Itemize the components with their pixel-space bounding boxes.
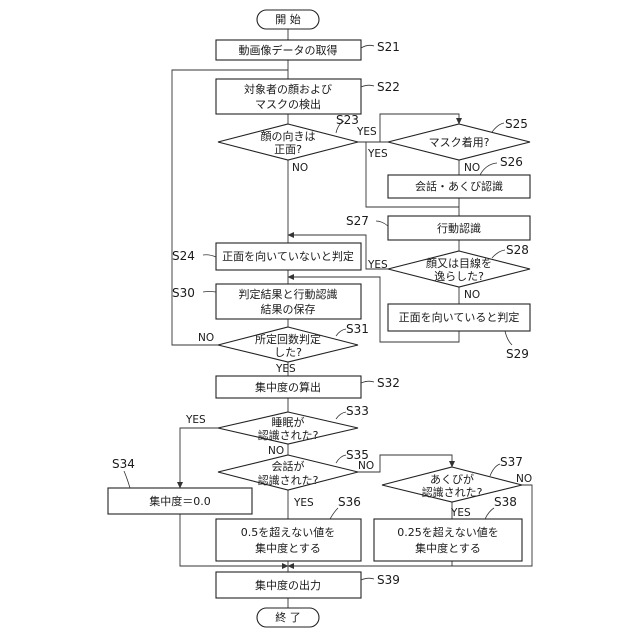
step-s21: S21 [377,40,400,54]
s31-text-line1: 所定回数判定 [255,332,321,346]
step-s27: S27 [346,214,369,228]
step-s23: S23 [336,113,359,127]
s28-leader [492,250,505,258]
s37-yes-label: YES [450,507,471,519]
s35-text-line1: 会話が [272,459,305,473]
step-s28: S28 [506,243,529,257]
s23-text-line2: 正面? [274,143,302,156]
s33-text-line2: 認識された? [258,428,319,442]
s32-text: 集中度の算出 [255,380,321,394]
end-label: 終 了 [275,610,301,624]
step-s33: S33 [346,404,369,418]
s26-leader [480,163,497,175]
s37-no-label: NO [516,473,532,485]
s31-yes-label: YES [275,363,296,375]
s22-text-line2: マスクの検出 [255,97,321,111]
s33-leader [336,412,346,419]
s36-leader [330,508,338,519]
s32-leader [361,381,374,383]
step-s32: S32 [377,376,400,390]
s29-text: 正面を向いていると判定 [399,310,520,324]
s30-text-line1: 判定結果と行動認識 [239,287,338,301]
s35-yes-label: YES [293,497,314,509]
s38-text-line2: 集中度とする [415,541,481,555]
step-s34: S34 [112,457,135,471]
s34-leader [124,471,130,488]
s31-no-label: NO [198,332,214,344]
s30-text-line2: 結果の保存 [261,302,316,316]
s33-text-line1: 睡眠が [272,415,305,429]
s21-text: 動画像データの取得 [239,43,338,57]
step-s37: S37 [500,455,523,469]
s25-text: マスク着用? [429,135,490,149]
step-s24: S24 [172,249,195,263]
s36-text-line1: 0.5を超えない値を [241,525,336,539]
s39-leader [361,578,374,580]
s37-text-line2: 認識された? [422,485,483,499]
s22-text-line1: 対象者の顔および [244,82,332,96]
s24-text: 正面を向いていないと判定 [222,249,354,263]
s25-yes-label: YES [367,148,388,160]
s25-leader [492,123,504,132]
s37-text-line1: あくびが [430,472,474,486]
step-s26: S26 [500,155,523,169]
s39-text: 集中度の出力 [255,578,321,592]
s25-no-label: NO [464,162,480,174]
s24-leader [203,255,216,257]
s31-leader [336,329,346,336]
s23-text-line1: 顔の向きは [261,129,316,143]
step-s22: S22 [377,80,400,94]
s29-leader [505,331,512,345]
s23-yes-label: YES [356,126,377,138]
s22-leader [361,85,374,87]
step-s38: S38 [494,495,517,509]
step-s25: S25 [505,117,528,131]
s36-text-line2: 集中度とする [255,541,321,555]
edge-s33-yes-s34 [180,428,218,488]
start-label: 開 始 [275,12,301,26]
s37-leader [490,464,500,476]
step-s39: S39 [377,573,400,587]
s23-no-label: NO [292,162,308,174]
s27-leader [376,221,388,226]
s21-leader [361,45,374,48]
step-s31: S31 [346,322,369,336]
step-s36: S36 [338,495,361,509]
s28-text-line1: 顔又は目線を [426,256,492,270]
s31-text-line2: した? [274,346,302,359]
s26-text: 会話・あくび認識 [415,179,503,193]
s28-yes-label: YES [367,259,388,271]
step-s35: S35 [346,448,369,462]
s33-no-label: NO [268,445,284,457]
s27-text: 行動認識 [437,221,481,235]
s38-text-line1: 0.25を超えない値を [397,525,499,539]
s28-no-label: NO [464,289,480,301]
s38-leader [485,508,494,519]
s30-leader [203,292,216,293]
step-s30: S30 [172,286,195,300]
s34-text: 集中度＝0.0 [149,494,211,508]
s28-text-line2: 逸らした? [434,270,484,283]
s35-leader [336,455,346,463]
s35-text-line2: 認識された? [258,473,319,487]
s33-yes-label: YES [185,414,206,426]
step-s29: S29 [506,347,529,361]
